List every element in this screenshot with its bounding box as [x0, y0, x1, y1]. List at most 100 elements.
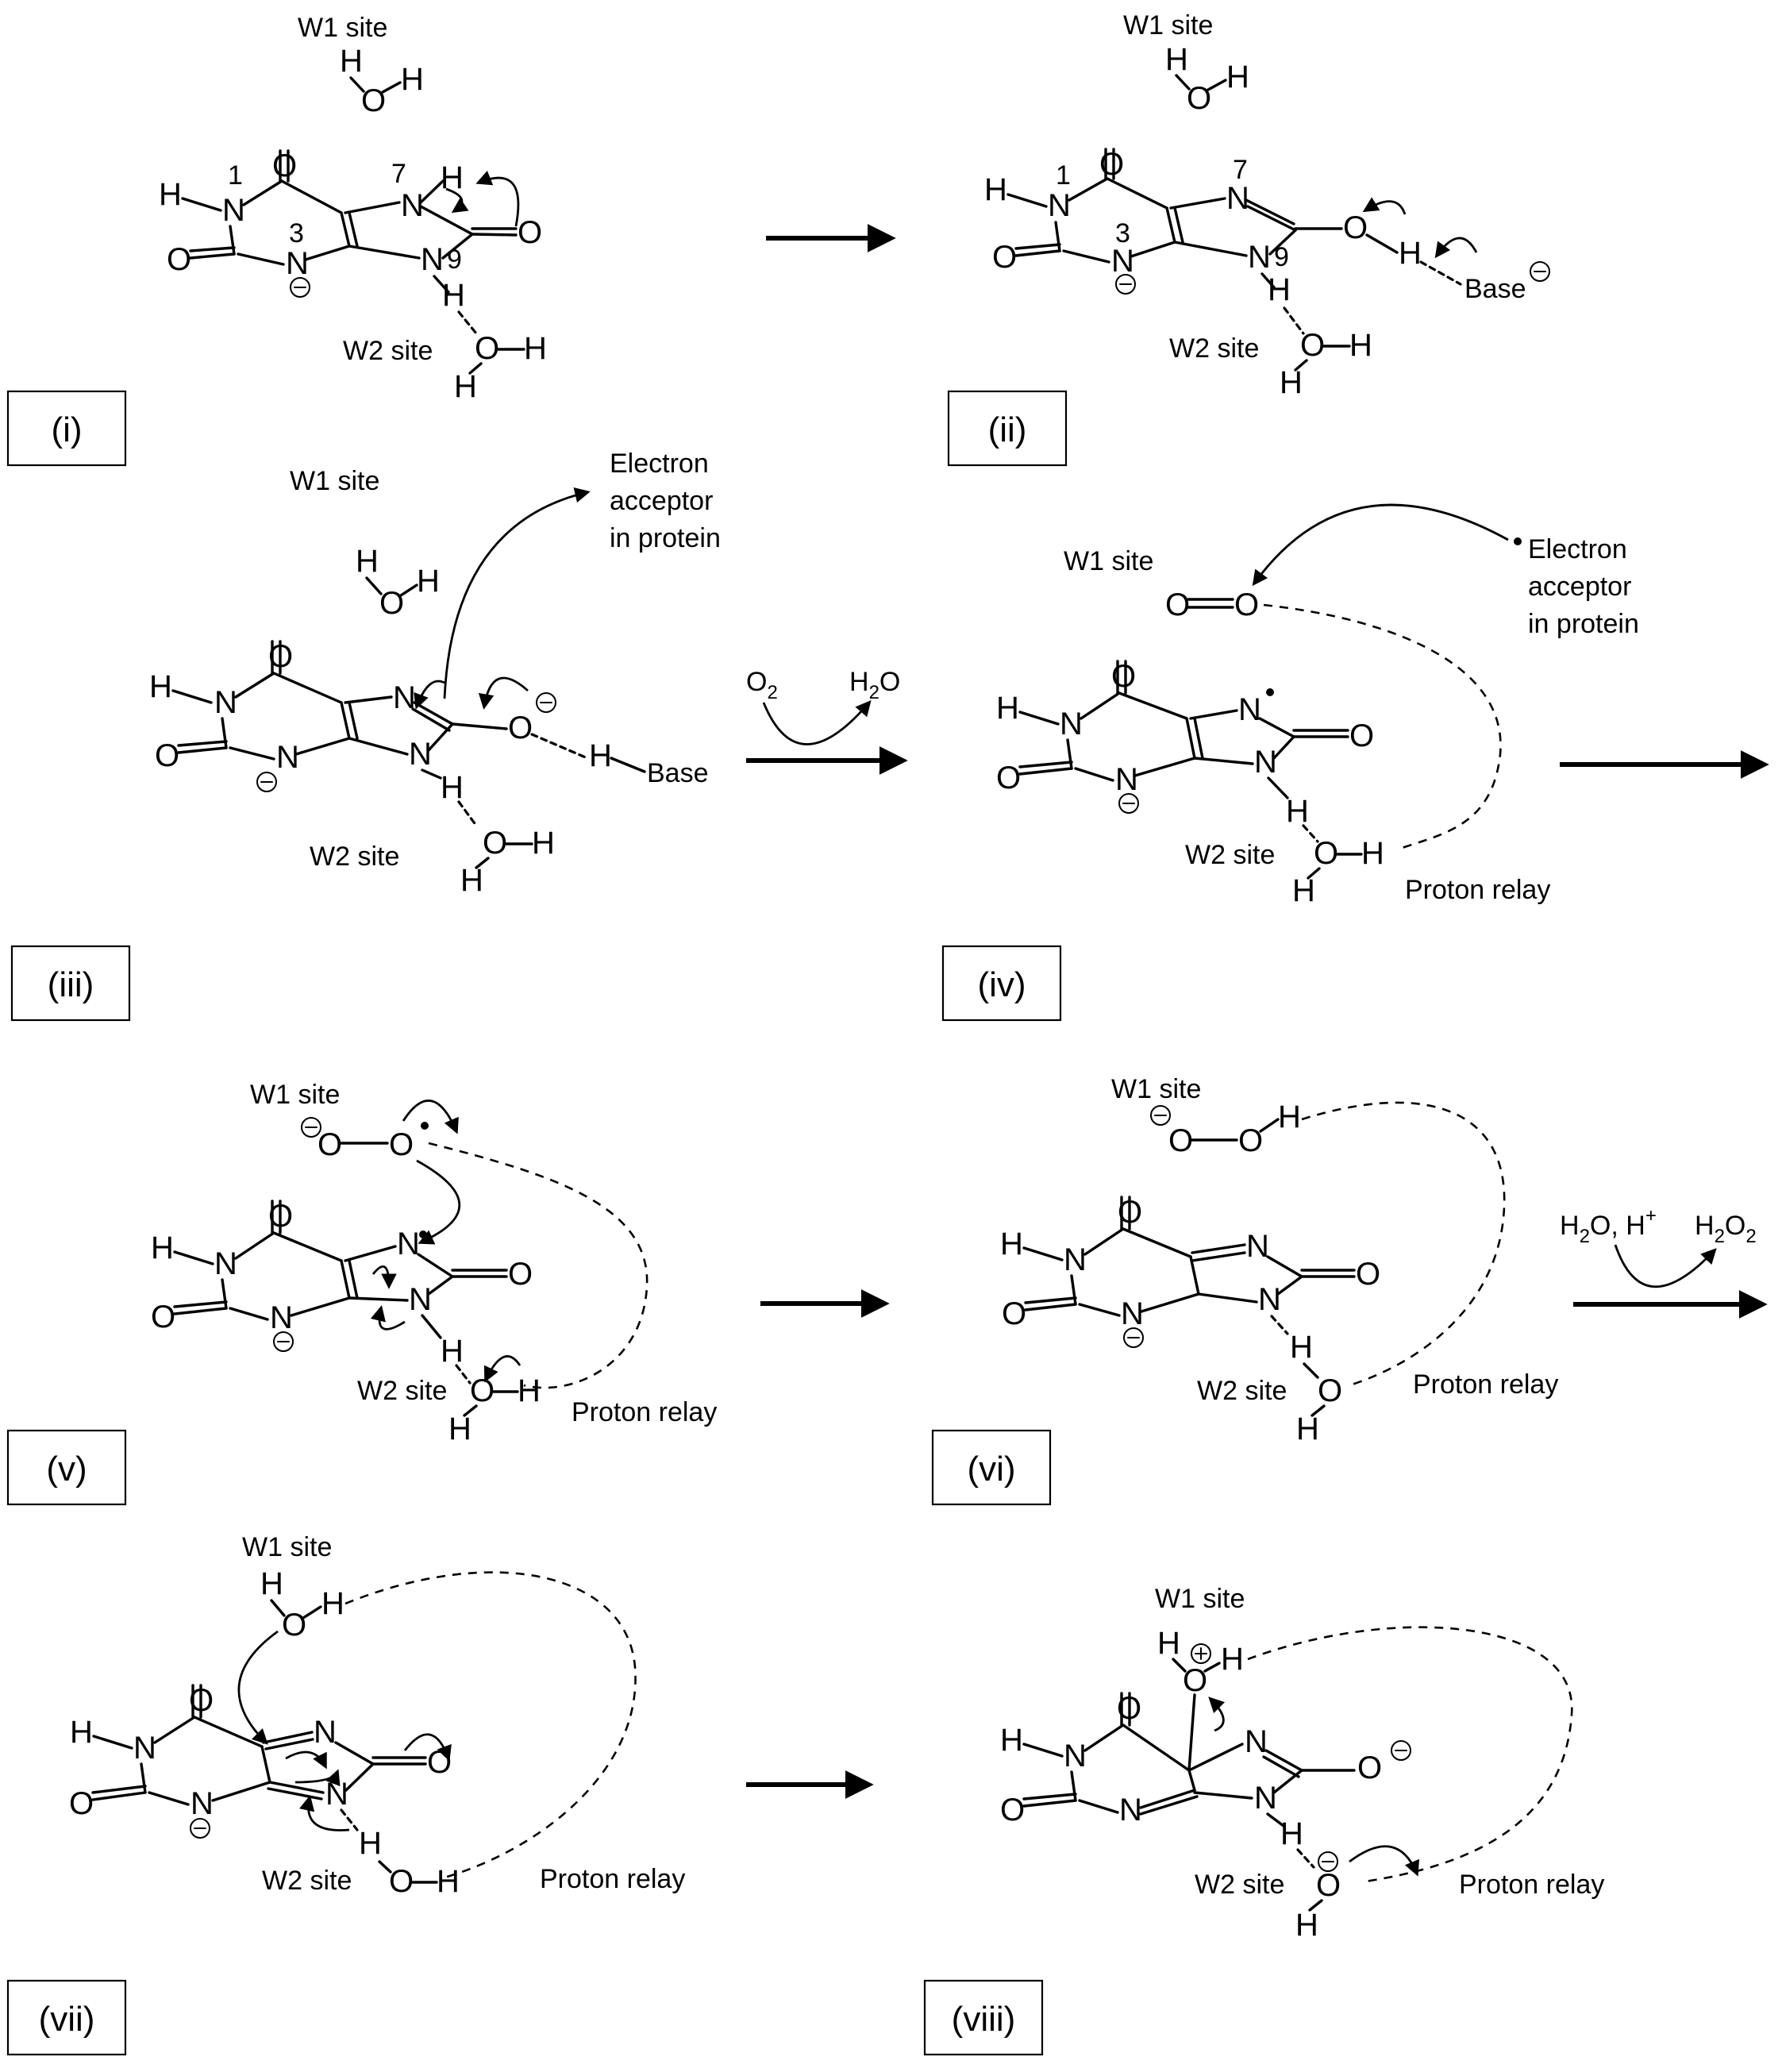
ring-number-9: 9 — [1274, 242, 1289, 272]
w2-water-o: O — [389, 1864, 414, 1899]
w2-hydroxide-o: O — [1316, 1868, 1341, 1903]
electron-acceptor-line1: Electron — [1528, 534, 1627, 564]
w2-water-h: H — [1349, 328, 1372, 363]
w2-site-label: W2 site — [1185, 840, 1275, 870]
panel-vi-structure: W1 site O O H H N O O N N N O H — [1000, 1074, 1558, 1446]
w1-water-h: H — [356, 544, 379, 579]
n7-atom: N — [314, 1715, 337, 1750]
product-h2o2: H2O2 — [1695, 1211, 1757, 1247]
w2-water-h: H — [532, 826, 555, 861]
c2-oxygen: O — [155, 738, 179, 773]
w2-water-h: H — [437, 1864, 460, 1899]
h1-atom: H — [149, 669, 172, 704]
n9-atom: N — [409, 1282, 432, 1317]
n7-atom: N — [1246, 1229, 1269, 1264]
panel-label-box: (ii) — [947, 390, 1068, 467]
w1-water-h: H — [401, 62, 424, 97]
n7-atom: N — [397, 1227, 420, 1261]
reagent-water-proton: H2O, H+ — [1560, 1205, 1657, 1247]
panel-i-structure: W1 site H O H 1 H N O O 3 N 7 N H N 9 O … — [159, 13, 547, 404]
w1-site-label: W1 site — [1064, 546, 1153, 576]
hydroxyl-h: H — [1399, 236, 1422, 271]
reagent-o2: O2 — [746, 667, 778, 703]
w2-water-o: O — [1314, 836, 1338, 871]
h1-atom: H — [70, 1715, 93, 1750]
w2-water-h: H — [1280, 365, 1303, 400]
w1-water-o: O — [379, 586, 404, 621]
c2-oxygen: O — [1000, 1793, 1025, 1827]
n9-atom: N — [409, 737, 432, 772]
n3-atom: N — [286, 246, 309, 281]
proton-relay-label: Proton relay — [1405, 875, 1550, 905]
ring-number-1: 1 — [228, 160, 243, 191]
proton-relay-label: Proton relay — [540, 1864, 685, 1894]
w1-o2-o: O — [1165, 587, 1190, 622]
h9-atom: H — [1280, 1816, 1303, 1851]
panel-ii-structure: W1 site H O H 1 H N O O 3 N 7 N N 9 O H … — [984, 10, 1550, 400]
n9-atom: N — [1254, 1781, 1277, 1816]
c8-oxygen: O — [508, 1257, 533, 1292]
w1-site-label: W1 site — [1155, 1584, 1245, 1614]
w1-water-h: H — [321, 1586, 344, 1621]
n1-atom: N — [222, 193, 245, 228]
h9-atom: H — [441, 1334, 464, 1369]
w2-water-h: H — [454, 369, 477, 404]
c8-oxyanion: O — [1357, 1750, 1382, 1785]
panel-label-box: (iv) — [941, 945, 1062, 1022]
w2-water-h: H — [1296, 1412, 1319, 1446]
w1-site-label: W1 site — [290, 466, 379, 496]
reaction-arrow-h2o2: H2O, H+ H2O2 — [1560, 1205, 1768, 1319]
w1-water-o: O — [1187, 81, 1211, 116]
n1-atom: N — [1064, 1242, 1087, 1277]
h9-atom: H — [442, 278, 465, 313]
n3-atom: N — [1111, 244, 1134, 279]
ring-number-3: 3 — [289, 218, 304, 248]
h1-atom: H — [159, 177, 182, 212]
w2-site-label: W2 site — [1169, 333, 1259, 364]
w2-water-o: O — [1318, 1373, 1342, 1408]
h9-atom: H — [441, 770, 464, 805]
panel-label-viii: (viii) — [952, 2000, 1016, 2039]
electron-acceptor-line2: acceptor — [610, 486, 713, 516]
n7-atom: N — [1238, 692, 1261, 727]
c6-oxygen: O — [1111, 659, 1136, 694]
w1-oxonium-h: H — [1221, 1642, 1244, 1677]
c2-oxygen: O — [167, 242, 191, 277]
c8-oxygen: O — [518, 215, 542, 250]
w2-water-o: O — [475, 331, 499, 366]
reaction-arrow-o2: O2 H2O — [746, 667, 908, 775]
proton-relay-label: Proton relay — [1459, 1870, 1604, 1900]
panel-viii-structure: W1 site H O H H N O O N N N O H — [1000, 1584, 1604, 1943]
n3-atom: N — [276, 740, 299, 775]
n1-atom: N — [1048, 188, 1071, 223]
n1-atom: N — [1064, 1739, 1087, 1774]
w1-water-h: H — [1226, 60, 1249, 94]
electron-acceptor-line3: in protein — [610, 523, 721, 553]
w2-water-o: O — [483, 826, 507, 861]
panel-vii-structure: W1 site H O H H N O O N N N O H — [69, 1532, 685, 1899]
electron-acceptor-line1: Electron — [610, 449, 709, 479]
product-h2o: H2O — [849, 667, 900, 703]
c2-oxygen: O — [996, 761, 1021, 795]
ring-number-7: 7 — [391, 159, 406, 189]
w2-site-label: W2 site — [1195, 1870, 1284, 1900]
w1-site-label: W1 site — [1111, 1074, 1201, 1104]
n7-atom: N — [1245, 1724, 1268, 1759]
n1-atom: N — [214, 685, 237, 720]
electron-acceptor-line2: acceptor — [1528, 572, 1631, 602]
w1-peroxy-o: O — [1168, 1123, 1193, 1158]
n9-atom: N — [325, 1777, 348, 1812]
n7-atom: N — [1226, 181, 1249, 216]
panel-label-box: (v) — [6, 1429, 127, 1506]
n1-atom: N — [214, 1246, 237, 1281]
w1-water-h: H — [260, 1566, 283, 1601]
electron-acceptor-line3: in protein — [1528, 609, 1639, 639]
w1-peroxy-h: H — [1278, 1100, 1301, 1134]
w1-oxonium-h: H — [1157, 1626, 1180, 1661]
w1-peroxy-o: O — [318, 1127, 342, 1162]
w2-site-label: W2 site — [1197, 1376, 1287, 1406]
w2-water-o: O — [470, 1373, 495, 1408]
w2-site-label: W2 site — [357, 1376, 447, 1406]
w1-oxonium-o: O — [1183, 1663, 1207, 1698]
c6-oxygen: O — [272, 148, 297, 183]
